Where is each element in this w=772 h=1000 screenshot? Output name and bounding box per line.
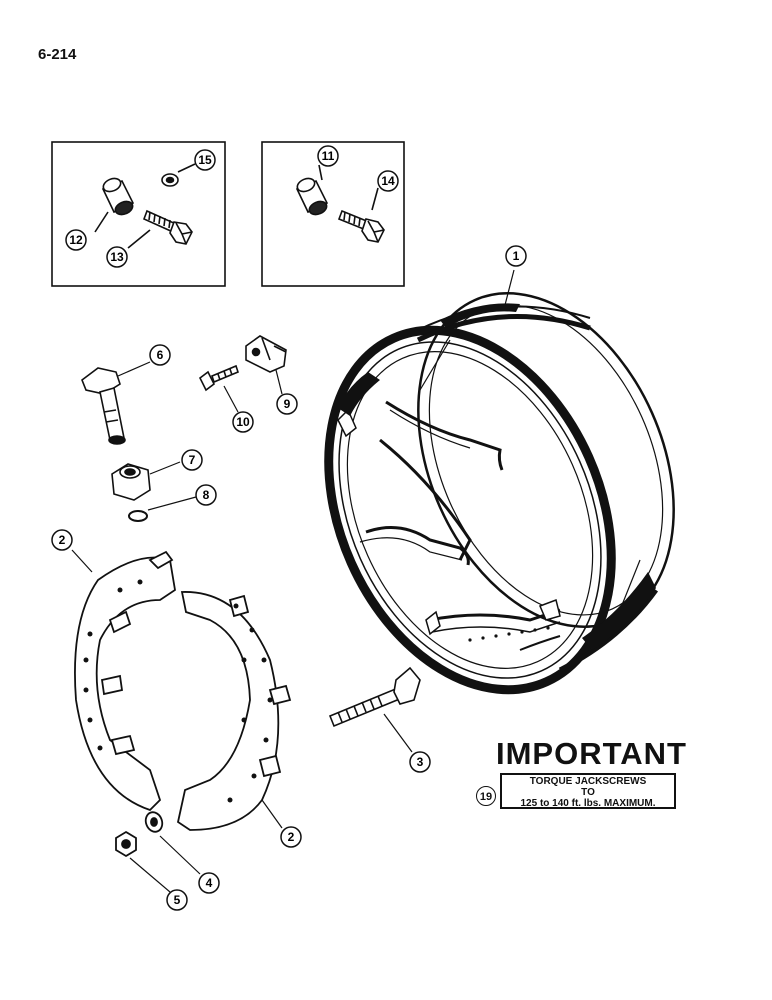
torque-line-1: TORQUE JACKSCREWS bbox=[529, 776, 647, 787]
spacer-icon bbox=[101, 177, 135, 216]
torque-line-3: 125 to 140 ft. lbs. MAXIMUM. bbox=[520, 798, 656, 809]
svg-text:3: 3 bbox=[417, 755, 424, 769]
callout-7: 7 bbox=[181, 449, 203, 471]
callout-9: 9 bbox=[276, 393, 298, 415]
callout-12: 12 bbox=[65, 229, 87, 251]
callout-11: 11 bbox=[317, 145, 339, 167]
wheel-rim bbox=[324, 269, 675, 695]
small-bolt bbox=[198, 364, 239, 413]
page-number: 6-214 bbox=[38, 46, 77, 63]
bolt-icon bbox=[142, 209, 193, 245]
svg-text:12: 12 bbox=[69, 233, 83, 247]
nut bbox=[111, 461, 181, 501]
callout-5: 5 bbox=[166, 889, 188, 911]
svg-text:14: 14 bbox=[381, 174, 395, 188]
svg-text:2: 2 bbox=[59, 533, 66, 547]
callout-14: 14 bbox=[377, 170, 399, 192]
torque-note-box: TORQUE JACKSCREWS TO 125 to 140 ft. lbs.… bbox=[500, 773, 676, 809]
torque-line-2: TO bbox=[581, 787, 595, 798]
bolt-icon bbox=[337, 209, 385, 243]
svg-text:2: 2 bbox=[288, 830, 295, 844]
spacer-icon bbox=[295, 177, 329, 216]
svg-text:13: 13 bbox=[110, 250, 124, 264]
nut-5 bbox=[115, 830, 171, 893]
svg-text:5: 5 bbox=[174, 893, 181, 907]
svg-text:9: 9 bbox=[284, 397, 291, 411]
callout-8: 8 bbox=[195, 484, 217, 506]
svg-text:10: 10 bbox=[236, 415, 250, 429]
important-heading: IMPORTANT bbox=[496, 736, 687, 771]
svg-text:8: 8 bbox=[203, 488, 210, 502]
callout-4: 4 bbox=[198, 872, 220, 894]
jackscrew-bolt bbox=[328, 666, 421, 753]
svg-text:1: 1 bbox=[513, 249, 520, 263]
callout-10: 10 bbox=[232, 411, 254, 433]
special-bolt bbox=[81, 361, 151, 445]
callout-markers: 1 2 3 4 5 6 7 8 9 10 11 12 13 14 15 2 bbox=[51, 145, 527, 911]
callout-2b: 2 bbox=[280, 826, 302, 848]
lock-washer bbox=[128, 496, 197, 522]
svg-text:11: 11 bbox=[322, 149, 335, 163]
callout-3: 3 bbox=[409, 751, 431, 773]
inset-box-left bbox=[51, 141, 226, 287]
callout-15: 15 bbox=[194, 149, 216, 171]
svg-text:6: 6 bbox=[157, 348, 164, 362]
callout-13: 13 bbox=[106, 246, 128, 268]
svg-text:7: 7 bbox=[189, 453, 196, 467]
clamp-half-left bbox=[74, 550, 176, 812]
callout-2a: 2 bbox=[51, 529, 73, 551]
callout-6: 6 bbox=[149, 344, 171, 366]
svg-text:4: 4 bbox=[206, 876, 213, 890]
inset-box-right bbox=[261, 141, 405, 287]
washer-4 bbox=[144, 811, 201, 875]
callout-19: 19 bbox=[476, 786, 496, 806]
clamp-half-right bbox=[176, 591, 292, 831]
clip bbox=[245, 335, 287, 395]
svg-text:15: 15 bbox=[198, 153, 212, 167]
callout-1: 1 bbox=[505, 245, 527, 267]
